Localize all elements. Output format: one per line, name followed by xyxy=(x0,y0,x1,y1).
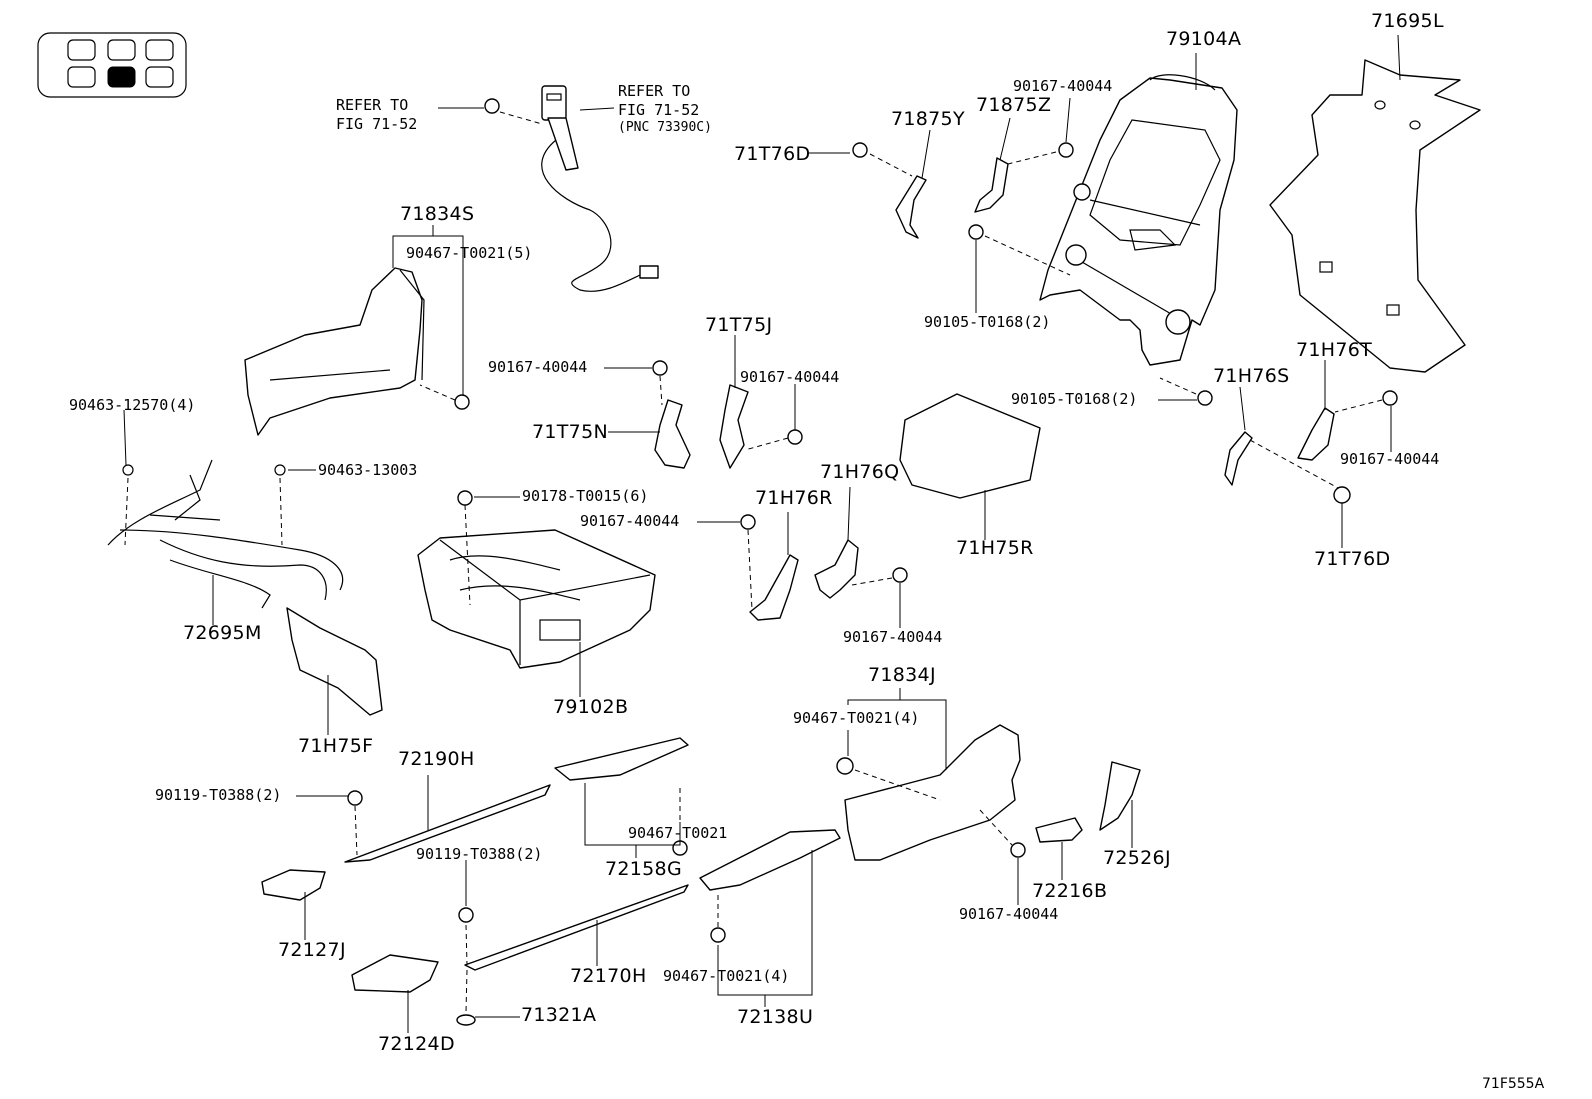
part-label-71H76T[interactable]: 71H76T xyxy=(1296,339,1373,361)
fastener-label-90119-T0388-2[interactable]: 90119-T0388(2) xyxy=(416,845,543,863)
fastener-label-90105-T0168-2[interactable]: 90105-T0168(2) xyxy=(1011,390,1138,408)
part-label-71834J[interactable]: 71834J xyxy=(868,664,936,686)
bracket-71H76Q xyxy=(814,539,859,599)
part-label-71H75R[interactable]: 71H75R xyxy=(956,537,1034,559)
seat-side-cover-71834S xyxy=(244,267,425,436)
fastener-label-90167-40044[interactable]: 90167-40044 xyxy=(488,358,588,376)
cover-72124D xyxy=(351,954,439,993)
fastener-label-90167-40044[interactable]: 90167-40044 xyxy=(740,368,840,386)
part-label-72158G[interactable]: 72158G xyxy=(605,858,682,880)
refer-to-fig-note[interactable]: REFER TO FIG 71-52 xyxy=(336,96,417,134)
part-label-71H76S[interactable]: 71H76S xyxy=(1213,365,1290,387)
bracket-71H76S xyxy=(1224,431,1253,486)
part-label-72190H[interactable]: 72190H xyxy=(398,748,475,770)
part-label-71695L[interactable]: 71695L xyxy=(1371,10,1444,32)
part-label-71H75F[interactable]: 71H75F xyxy=(298,735,374,757)
cover-72216B xyxy=(1035,817,1083,843)
lever-71875Y xyxy=(895,175,927,239)
fastener-label-90467-T0021-5[interactable]: 90467-T0021(5) xyxy=(406,244,533,262)
refer-line: FIG 71-52 xyxy=(618,100,700,119)
bracket-71H76R xyxy=(749,554,799,621)
part-label-72124D[interactable]: 72124D xyxy=(378,1033,455,1055)
shield-71H75R xyxy=(899,393,1041,499)
part-label-72216B[interactable]: 72216B xyxy=(1032,880,1108,902)
part-label-71T76D[interactable]: 71T76D xyxy=(734,143,811,165)
bracket-71875Z xyxy=(974,157,1009,213)
part-label-79102B[interactable]: 79102B xyxy=(553,696,629,718)
bracket-71T75N xyxy=(654,399,691,469)
part-label-71H76R[interactable]: 71H76R xyxy=(755,487,833,509)
part-label-71H76Q[interactable]: 71H76Q xyxy=(820,461,900,483)
cover-72526J xyxy=(1099,761,1141,831)
part-label-79104A[interactable]: 79104A xyxy=(1166,28,1242,50)
fastener-icons xyxy=(122,98,1398,943)
refer-line: REFER TO xyxy=(336,96,409,114)
refer-line: FIG 71-52 xyxy=(336,114,418,133)
part-label-71T75N[interactable]: 71T75N xyxy=(532,421,608,443)
part-label-71875Y[interactable]: 71875Y xyxy=(891,108,965,130)
rail-cover-72138U xyxy=(699,829,841,891)
seat-location-indicator xyxy=(37,32,187,98)
seatback-board-71695L xyxy=(1269,59,1481,373)
seat-track-72170H xyxy=(464,884,689,971)
part-label-72138U[interactable]: 72138U xyxy=(737,1006,814,1028)
part-label-72695M[interactable]: 72695M xyxy=(183,622,262,644)
cover-panel-71H75F xyxy=(286,607,383,716)
refer-line: (PNC 73390C) xyxy=(618,119,712,135)
fastener-label-90463-12570-4[interactable]: 90463-12570(4) xyxy=(69,396,196,414)
fastener-label-90467-T0021-4[interactable]: 90467-T0021(4) xyxy=(663,967,790,985)
refer-to-fig-note[interactable]: REFER TO FIG 71-52 (PNC 73390C) xyxy=(618,82,712,136)
seatbelt-buckle xyxy=(541,85,659,292)
part-label-72127J[interactable]: 72127J xyxy=(278,939,346,961)
part-label-71T75J[interactable]: 71T75J xyxy=(705,314,773,336)
cover-72127J xyxy=(261,869,326,901)
part-label-71321A[interactable]: 71321A xyxy=(521,1004,597,1026)
part-label-71875Z[interactable]: 71875Z xyxy=(976,94,1052,116)
leader-lines xyxy=(123,34,1401,1033)
part-label-72170H[interactable]: 72170H xyxy=(570,965,647,987)
seat-side-cover-71834J xyxy=(844,724,1021,861)
fastener-label-90167-40044[interactable]: 90167-40044 xyxy=(580,512,680,530)
fastener-label-90167-40044[interactable]: 90167-40044 xyxy=(959,905,1059,923)
part-label-71834S[interactable]: 71834S xyxy=(400,203,475,225)
fastener-label-90105-T0168-2[interactable]: 90105-T0168(2) xyxy=(924,313,1051,331)
fastener-label-90119-T0388-2[interactable]: 90119-T0388(2) xyxy=(155,786,282,804)
grommet-71321A xyxy=(456,1014,476,1026)
fastener-label-90467-T0021-4[interactable]: 90467-T0021(4) xyxy=(793,709,920,727)
illustration-code: 71F555A xyxy=(1482,1076,1545,1092)
fastener-label-90463-13003[interactable]: 90463-13003 xyxy=(318,461,418,479)
fastener-label-90178-T0015-6[interactable]: 90178-T0015(6) xyxy=(522,487,649,505)
rail-cover-72158G xyxy=(554,737,689,781)
part-label-72526J[interactable]: 72526J xyxy=(1103,847,1171,869)
installation-lines xyxy=(124,111,1383,1013)
bracket-71T75J xyxy=(719,384,749,469)
fastener-label-90167-40044[interactable]: 90167-40044 xyxy=(1340,450,1440,468)
wire-harness-72695M xyxy=(107,459,344,609)
seatback-frame-79104A xyxy=(1039,74,1238,366)
seat-cushion-frame-79102B xyxy=(417,529,656,669)
bracket-71H76T xyxy=(1297,407,1335,461)
seat-track-72190H xyxy=(344,784,551,863)
fastener-label-90167-40044[interactable]: 90167-40044 xyxy=(1013,77,1113,95)
part-label-71T76D[interactable]: 71T76D xyxy=(1314,548,1391,570)
fastener-label-90467-T0021[interactable]: 90467-T0021 xyxy=(628,824,728,842)
refer-line: REFER TO xyxy=(618,82,691,100)
fastener-label-90167-40044[interactable]: 90167-40044 xyxy=(843,628,943,646)
